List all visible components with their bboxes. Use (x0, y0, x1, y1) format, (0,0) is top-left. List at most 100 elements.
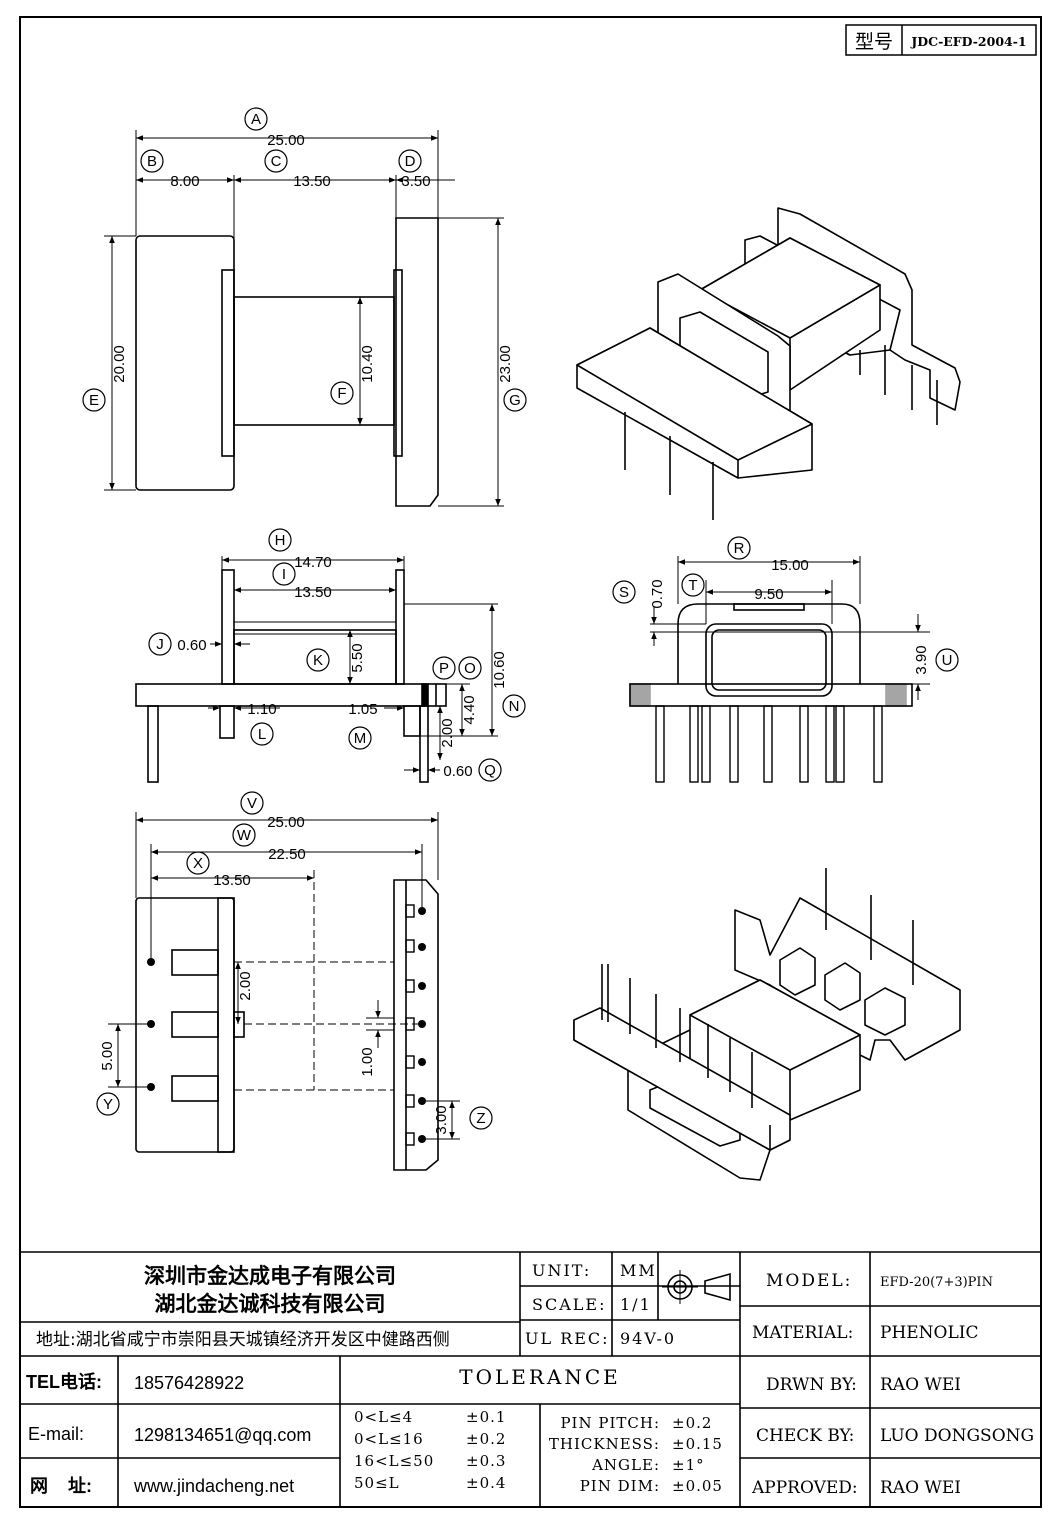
pin-tolerance-label: PIN PITCH: (560, 1414, 660, 1432)
balloon-Q: Q (484, 762, 496, 779)
balloon-J: J (156, 636, 164, 653)
sheet-border (19, 16, 1042, 1508)
pin-tolerance-value: ±0.2 (672, 1414, 712, 1432)
ulrec-label: UL REC: (525, 1329, 610, 1348)
side-view (135, 528, 526, 783)
balloon-R: R (734, 540, 745, 557)
dim-P: 2.00 (439, 718, 456, 747)
dim-B: 8.00 (170, 173, 199, 190)
dim-H: 14.70 (294, 554, 332, 571)
material-value: PHENOLIC (880, 1323, 979, 1343)
dim-N: 10.60 (491, 651, 508, 689)
dim-Q: 0.60 (443, 763, 472, 780)
top-view (82, 107, 527, 507)
tolerance-table: 0<L≤4±0.10<L≤16±0.216<L≤50±0.350≤L±0.4PI… (354, 1408, 723, 1495)
model-code-label: 型号 (855, 31, 893, 53)
dim-pitch-2: 2.00 (237, 971, 254, 1000)
balloon-S: S (619, 584, 629, 601)
dim-M: 1.05 (348, 701, 377, 718)
email-label: E-mail: (28, 1424, 84, 1444)
balloon-A: A (251, 111, 261, 128)
dim-pitch-1: 1.00 (359, 1047, 376, 1076)
balloon-N: N (509, 698, 520, 715)
balloon-E: E (89, 392, 99, 409)
approved-value: RAO WEI (880, 1478, 961, 1498)
tolerance-range: 50≤L (354, 1474, 400, 1492)
balloon-Z: Z (476, 1110, 485, 1127)
dim-F: 10.40 (359, 345, 376, 383)
dim-W: 22.50 (268, 846, 306, 863)
balloon-T: T (688, 577, 697, 594)
pin-tolerance-label: THICKNESS: (549, 1435, 660, 1453)
material-label: MATERIAL: (752, 1323, 853, 1343)
scale-value: 1/1 (620, 1295, 652, 1314)
scale-label: SCALE: (532, 1295, 606, 1314)
pin-tolerance-value: ±0.05 (672, 1477, 723, 1495)
dim-V: 25.00 (267, 814, 305, 831)
balloon-P: P (439, 660, 449, 677)
tolerance-range: 0<L≤4 (354, 1408, 413, 1426)
balloon-F: F (337, 385, 346, 402)
tel-label: TEL电话: (26, 1371, 102, 1392)
dim-I: 13.50 (294, 584, 332, 601)
company-address: 地址:湖北省咸宁市崇阳县天城镇经济开发区中健路西侧 (36, 1330, 450, 1350)
pin-tolerance-label: PIN DIM: (580, 1477, 660, 1495)
dim-Y: 5.00 (99, 1041, 116, 1070)
dim-R: 15.00 (771, 557, 809, 574)
model-label: MODEL: (766, 1271, 852, 1291)
check-value: LUO DONGSONG (880, 1426, 1034, 1446)
balloon-O: O (464, 660, 476, 677)
dim-A: 25.00 (267, 132, 305, 149)
balloon-V: V (247, 795, 257, 812)
balloon-B: B (147, 153, 157, 170)
balloon-U: U (942, 652, 953, 669)
dim-J: 0.60 (177, 637, 206, 654)
balloon-G: G (509, 392, 521, 409)
tolerance-range: 16<L≤50 (354, 1452, 434, 1470)
dim-X: 13.50 (213, 872, 251, 889)
balloon-M: M (354, 730, 367, 747)
tolerance-value: ±0.2 (466, 1430, 506, 1448)
tolerance-value: ±0.1 (466, 1408, 506, 1426)
drwn-value: RAO WEI (880, 1375, 961, 1395)
company-name-2: 湖北金达诚科技有限公司 (155, 1292, 386, 1316)
company-name-1: 深圳市金达成电子有限公司 (144, 1264, 396, 1288)
balloon-D: D (405, 153, 416, 170)
isometric-view-bottom (573, 868, 961, 1181)
balloon-L: L (258, 726, 266, 743)
pin-tolerance-value: ±1° (672, 1456, 705, 1474)
front-view (612, 536, 959, 783)
model-code-value: JDC-EFD-2004-1 (910, 34, 1026, 49)
unit-value: MM (620, 1261, 657, 1280)
unit-label: UNIT: (532, 1261, 591, 1280)
dim-O: 4.40 (461, 695, 478, 724)
model-code-box: 型号 JDC-EFD-2004-1 (845, 24, 1037, 56)
balloon-Y: Y (103, 1096, 113, 1113)
check-label: CHECK BY: (756, 1426, 854, 1446)
dim-L: 1.10 (247, 701, 276, 718)
ulrec-value: 94V-0 (620, 1329, 676, 1348)
dim-D: 3.50 (401, 173, 430, 190)
web-label: 网 址: (30, 1476, 92, 1496)
email-value: 1298134651@qq.com (134, 1425, 311, 1445)
dim-U: 3.90 (913, 645, 930, 674)
balloon-X: X (193, 855, 203, 872)
dim-Z: 3.00 (433, 1105, 450, 1134)
drwn-label: DRWN BY: (766, 1375, 857, 1395)
model-value: EFD-20(7+3)PIN (880, 1275, 993, 1290)
balloon-W: W (237, 827, 252, 844)
dim-E: 20.00 (111, 345, 128, 383)
balloon-K: K (313, 652, 323, 669)
dim-T: 9.50 (754, 586, 783, 603)
tolerance-value: ±0.3 (466, 1452, 506, 1470)
bottom-view (96, 791, 493, 1171)
balloon-C: C (271, 153, 282, 170)
dim-G: 23.00 (497, 345, 514, 383)
approved-label: APPROVED: (751, 1478, 858, 1498)
dim-K: 5.50 (349, 643, 366, 672)
title-block (20, 1251, 1041, 1507)
tolerance-range: 0<L≤16 (354, 1430, 424, 1448)
tel-value: 18576428922 (134, 1373, 244, 1393)
tolerance-title: TOLERANCE (459, 1365, 621, 1389)
